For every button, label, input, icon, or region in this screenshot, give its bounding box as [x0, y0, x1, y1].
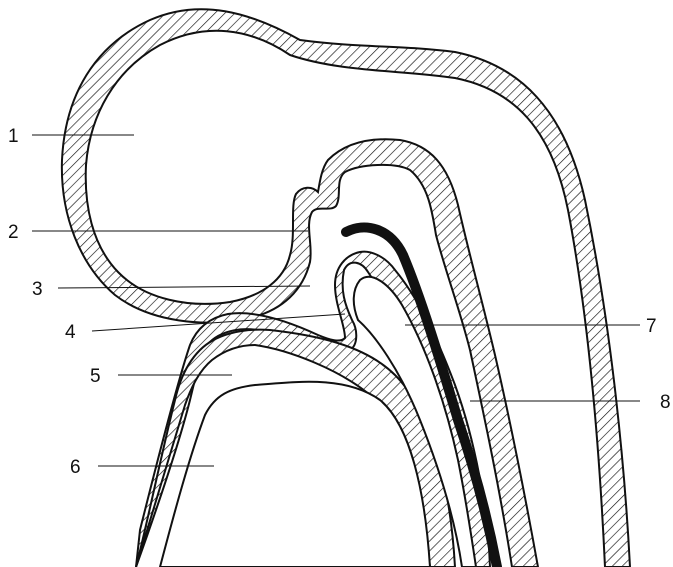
label-5: 5 [90, 366, 101, 387]
label-4: 4 [65, 322, 76, 343]
label-8: 8 [660, 392, 671, 413]
lower-cavity [160, 382, 430, 567]
label-7: 7 [646, 316, 657, 337]
label-1: 1 [8, 126, 19, 147]
label-6: 6 [70, 457, 81, 478]
label-2: 2 [8, 222, 19, 243]
label-3: 3 [32, 279, 43, 300]
